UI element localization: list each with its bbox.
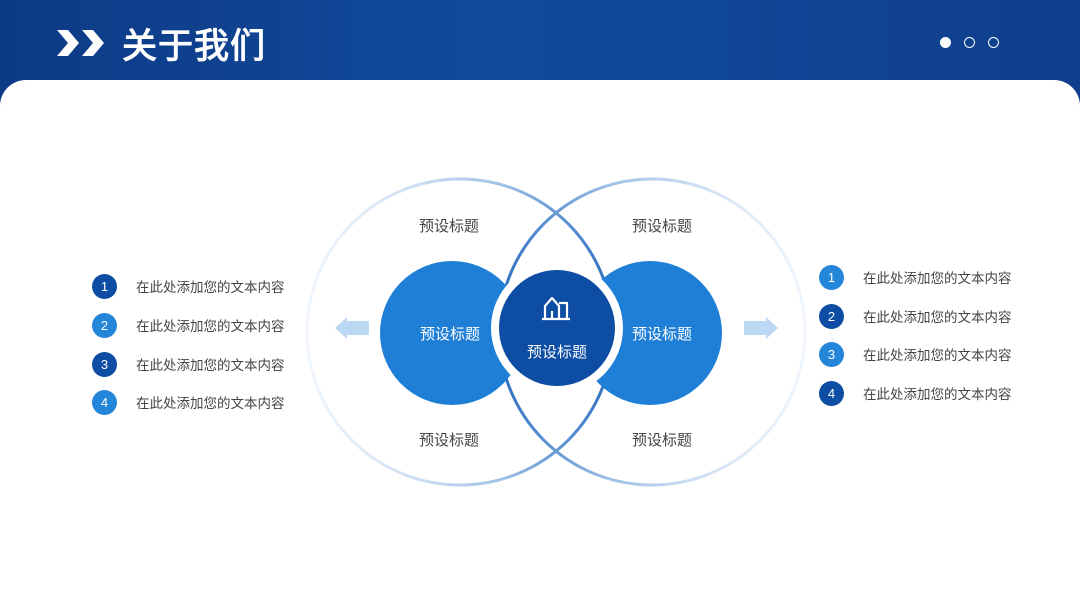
bottom-right-label: 预设标题 bbox=[632, 431, 692, 449]
left-list-item-3: 3 在此处添加您的文本内容 bbox=[92, 351, 285, 377]
number-badge: 4 bbox=[92, 389, 117, 415]
number-badge: 1 bbox=[819, 264, 844, 290]
pager-dot-2[interactable] bbox=[964, 37, 975, 48]
center-label: 预设标题 bbox=[527, 343, 587, 361]
number-badge: 2 bbox=[819, 303, 844, 329]
list-item-text: 在此处添加您的文本内容 bbox=[863, 387, 1012, 403]
list-item-text: 在此处添加您的文本内容 bbox=[863, 271, 1012, 287]
right-list-item-2: 2 在此处添加您的文本内容 bbox=[819, 303, 1012, 329]
right-list-item-1: 1 在此处添加您的文本内容 bbox=[819, 264, 1012, 290]
left-circle-label: 预设标题 bbox=[420, 325, 480, 343]
bottom-left-label: 预设标题 bbox=[419, 431, 479, 449]
number-badge: 1 bbox=[92, 273, 117, 299]
arrow-left-icon bbox=[335, 317, 369, 339]
center-circle bbox=[499, 270, 615, 386]
double-chevron-icon bbox=[57, 30, 104, 56]
top-left-label: 预设标题 bbox=[419, 217, 479, 235]
pager-dot-1[interactable] bbox=[940, 37, 951, 48]
top-right-label: 预设标题 bbox=[632, 217, 692, 235]
number-badge: 2 bbox=[92, 312, 117, 338]
list-item-text: 在此处添加您的文本内容 bbox=[863, 310, 1012, 326]
list-item-text: 在此处添加您的文本内容 bbox=[136, 280, 285, 296]
right-list-item-4: 4 在此处添加您的文本内容 bbox=[819, 380, 1012, 406]
left-list-item-1: 1 在此处添加您的文本内容 bbox=[92, 273, 285, 299]
right-list-item-3: 3 在此处添加您的文本内容 bbox=[819, 341, 1012, 367]
list-item-text: 在此处添加您的文本内容 bbox=[136, 396, 285, 412]
left-list-item-2: 2 在此处添加您的文本内容 bbox=[92, 312, 285, 338]
number-badge: 4 bbox=[819, 380, 844, 406]
left-circle bbox=[380, 261, 524, 405]
number-badge: 3 bbox=[92, 351, 117, 377]
arrow-right-icon bbox=[744, 317, 778, 339]
number-badge: 3 bbox=[819, 341, 844, 367]
right-circle-label: 预设标题 bbox=[632, 325, 692, 343]
page-title: 关于我们 bbox=[122, 26, 267, 67]
pager-dot-3[interactable] bbox=[988, 37, 999, 48]
pager-dots bbox=[940, 37, 999, 49]
list-item-text: 在此处添加您的文本内容 bbox=[863, 348, 1012, 364]
building-icon bbox=[542, 296, 570, 321]
list-item-text: 在此处添加您的文本内容 bbox=[136, 358, 285, 374]
list-item-text: 在此处添加您的文本内容 bbox=[136, 319, 285, 335]
left-list-item-4: 4 在此处添加您的文本内容 bbox=[92, 389, 285, 415]
